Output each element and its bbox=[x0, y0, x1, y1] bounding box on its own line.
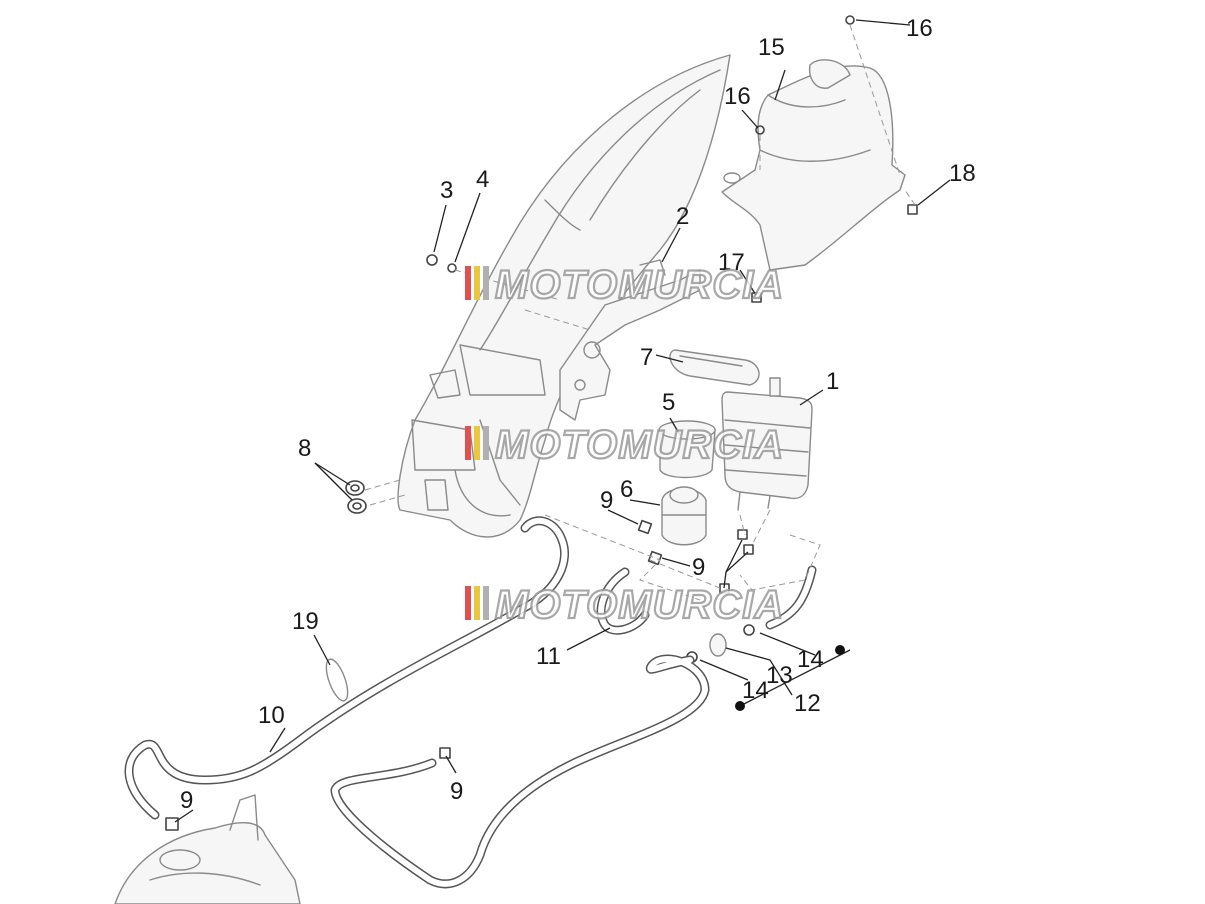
callout-5: 5 bbox=[662, 389, 675, 416]
watermark-stripe-grey bbox=[483, 266, 489, 300]
callout-4: 4 bbox=[476, 166, 489, 193]
callout-2: 2 bbox=[676, 203, 689, 230]
grommets bbox=[345, 480, 367, 514]
hose-clamp bbox=[325, 658, 349, 702]
watermark-stripe-yellow bbox=[474, 266, 480, 300]
kit-bracket bbox=[735, 645, 851, 711]
expansion-tank bbox=[721, 59, 906, 271]
watermark-middle: MOTOMURCIA bbox=[465, 422, 784, 468]
callout-9d: 9 bbox=[180, 787, 193, 814]
carbon-canister bbox=[721, 377, 813, 511]
leader-lines bbox=[174, 19, 951, 823]
watermark-text: MOTOMURCIA bbox=[495, 583, 784, 627]
watermark-top: MOTOMURCIA bbox=[465, 262, 784, 308]
callout-labels: 1 2 3 4 5 6 7 8 9 9 9 9 10 11 12 13 14 1… bbox=[180, 15, 976, 814]
callout-14b: 14 bbox=[742, 677, 769, 704]
callout-7: 7 bbox=[640, 344, 653, 371]
watermark-stripe-yellow bbox=[474, 586, 480, 620]
callout-13: 13 bbox=[766, 662, 793, 689]
filter-housing bbox=[658, 420, 716, 479]
callout-17: 17 bbox=[718, 249, 745, 276]
callout-1: 1 bbox=[826, 368, 839, 395]
callout-19: 19 bbox=[292, 608, 319, 635]
valve bbox=[661, 486, 707, 546]
callout-18: 18 bbox=[949, 160, 976, 187]
watermark-stripe-red bbox=[465, 586, 471, 620]
callout-3: 3 bbox=[440, 177, 453, 204]
callout-8: 8 bbox=[298, 435, 311, 462]
rear-fender-body bbox=[397, 54, 731, 538]
callout-16a: 16 bbox=[906, 15, 933, 42]
engine-fragment bbox=[114, 794, 301, 904]
fasteners bbox=[165, 15, 918, 831]
callout-10: 10 bbox=[258, 702, 285, 729]
bracket bbox=[559, 259, 701, 421]
callout-6: 6 bbox=[620, 476, 633, 503]
callout-9b: 9 bbox=[692, 554, 705, 581]
watermark-stripe-grey bbox=[483, 426, 489, 460]
watermark-text: MOTOMURCIA bbox=[495, 423, 784, 467]
watermark-stripe-red bbox=[465, 426, 471, 460]
assembly-lines bbox=[364, 24, 916, 601]
strap bbox=[669, 349, 760, 386]
callout-9a: 9 bbox=[600, 487, 613, 514]
callout-12: 12 bbox=[794, 690, 821, 717]
watermark-bottom: MOTOMURCIA bbox=[465, 582, 784, 628]
callout-9c: 9 bbox=[450, 778, 463, 805]
watermark-stripe-grey bbox=[483, 586, 489, 620]
hoses bbox=[124, 516, 817, 889]
watermark-stripe-red bbox=[465, 266, 471, 300]
watermark-text: MOTOMURCIA bbox=[495, 263, 784, 307]
watermark-stripe-yellow bbox=[474, 426, 480, 460]
callout-15: 15 bbox=[758, 34, 785, 61]
callout-16b: 16 bbox=[724, 83, 751, 110]
callout-11: 11 bbox=[536, 643, 561, 670]
callout-14a: 14 bbox=[797, 646, 824, 673]
